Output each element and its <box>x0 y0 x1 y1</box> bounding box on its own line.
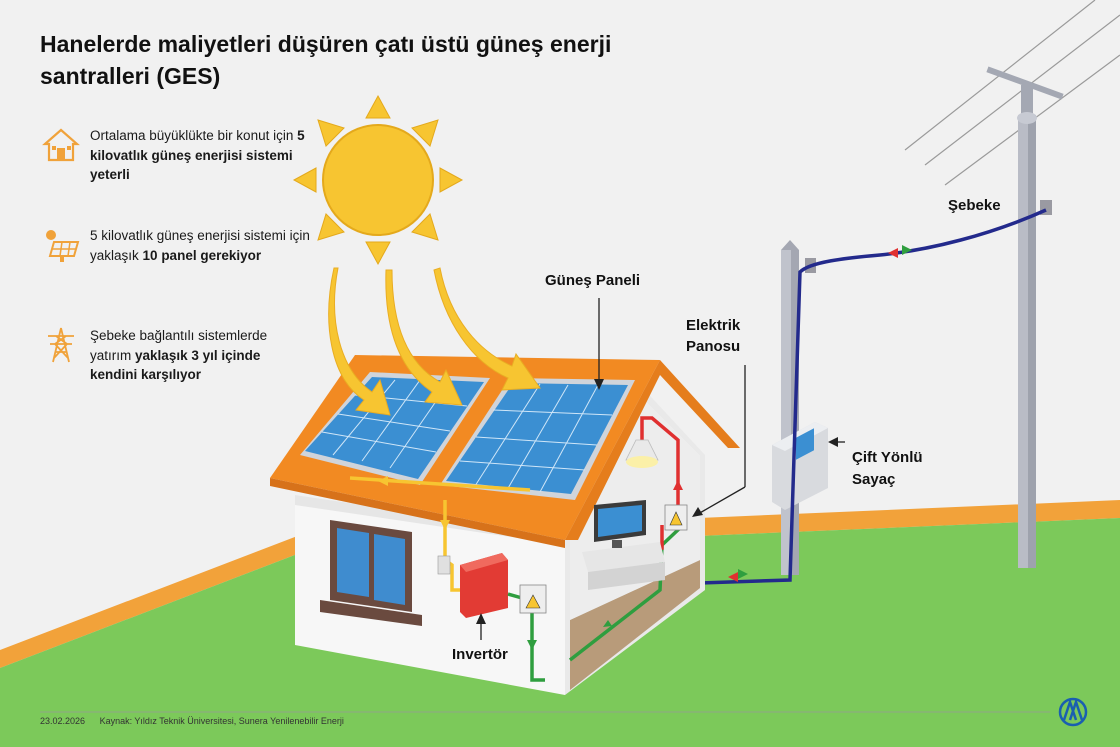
page-title: Hanelerde maliyetleri düşüren çatı üstü … <box>40 31 612 89</box>
ceiling-lamp <box>625 439 659 468</box>
solar-panel-icon <box>46 230 80 262</box>
footer-date: 23.02.2026 <box>40 716 86 726</box>
label-solar-panel: Güneş Paneli <box>545 272 641 289</box>
footer-source: Kaynak: Yıldız Teknik Üniversitesi, Sune… <box>99 716 344 726</box>
label-meter-line2: Sayaç <box>852 471 896 488</box>
label-grid: Şebeke <box>948 197 1001 214</box>
junction-box <box>519 584 547 614</box>
roof-edge <box>270 478 565 548</box>
house-icon <box>42 128 80 162</box>
label-electric-panel-line1: Elektrik <box>686 317 741 334</box>
sun <box>322 124 434 236</box>
sunlight-arrows <box>328 267 541 416</box>
interior-floor <box>570 560 700 690</box>
roof-side <box>565 360 740 540</box>
footer: 23.02.2026 Kaynak: Yıldız Teknik Ünivers… <box>40 716 356 726</box>
aa-logo <box>1058 697 1088 727</box>
power-tower-icon <box>48 327 74 363</box>
fact-text: Şebeke bağlantılı sistemlerde yatırım ya… <box>90 328 268 382</box>
fact-text: Ortalama büyüklükte bir konut için 5 kil… <box>90 128 305 182</box>
label-meter-line1: Çift Yönlü <box>852 449 923 466</box>
utility-pole <box>986 66 1064 568</box>
inverter <box>437 553 508 618</box>
label-inverter: Invertör <box>452 646 508 663</box>
power-lines <box>904 0 1120 186</box>
fact-text: 5 kilovatlık güneş enerjisi sistemi için… <box>90 228 310 263</box>
window <box>320 520 422 626</box>
sun-rays <box>292 94 464 266</box>
computer-desk <box>582 500 665 590</box>
bidirectional-meter <box>772 422 828 510</box>
grid-wire <box>690 208 1047 585</box>
label-electric-panel-line2: Panosu <box>686 338 741 355</box>
electric-panel <box>664 504 688 531</box>
